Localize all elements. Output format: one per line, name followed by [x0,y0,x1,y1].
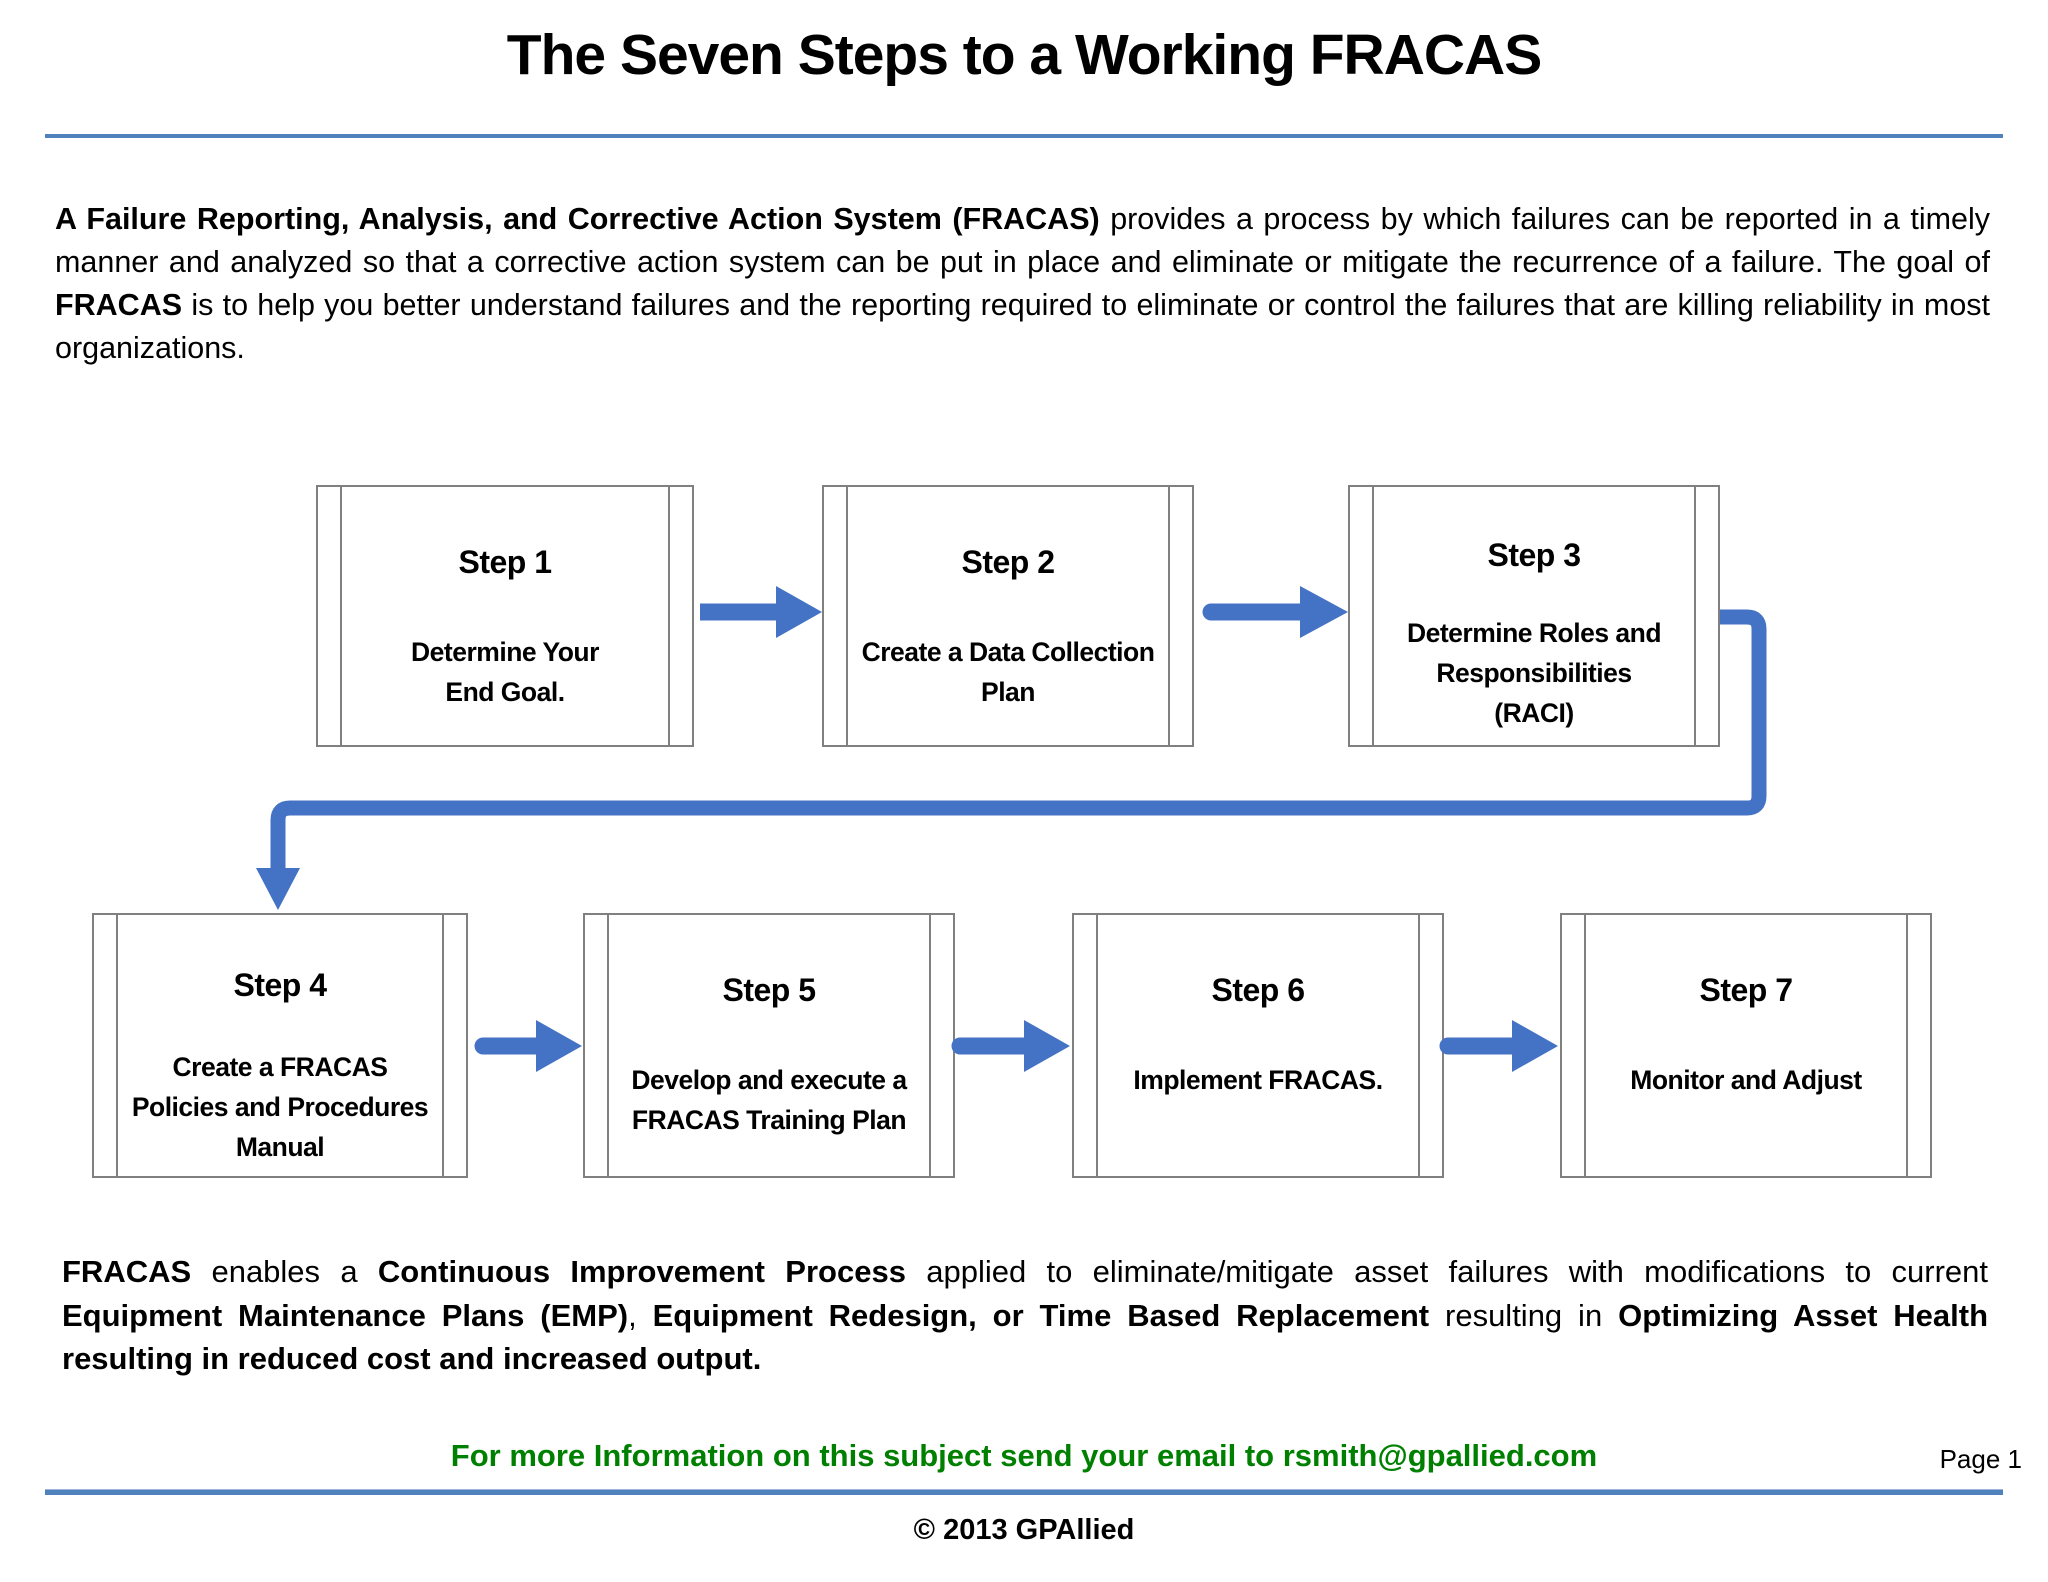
text-segment: provides a process by which failures can… [55,202,1990,279]
text-segment: FRACAS [62,1254,192,1289]
text-segment: , [628,1297,653,1333]
text-segment: resulting in [1429,1297,1619,1333]
intro-paragraph: A Failure Reporting, Analysis, and Corre… [55,198,1990,370]
step-label: Step 7 [1699,972,1793,1008]
step-box-4: Step 4 Create a FRACAS Policies and Proc… [92,913,468,1178]
arrow-step1-to-step2-icon [700,586,822,638]
text-segment: Equipment Maintenance Plans (EMP) [62,1297,629,1333]
step-label: Step 4 [233,967,327,1003]
arrow-step2-to-step3-icon [1202,586,1348,638]
arrow-step4-to-step5-icon [474,1020,582,1072]
step-text: Create a Data Collection Plan [861,637,1155,707]
page-title: The Seven Steps to a Working FRACAS [506,23,1542,87]
text-segment: Continuous Improvement Process [377,1254,906,1289]
step-text: Determine Roles and Responsibilities (RA… [1406,618,1662,728]
text-segment: FRACAS [55,288,183,322]
arrow-step6-to-step7-icon [1439,1020,1558,1072]
step-box-6: Step 6 Implement FRACAS. [1072,913,1444,1178]
title-divider-rule [45,134,2003,138]
step-text: Create a FRACAS Policies and Procedures … [131,1052,429,1162]
step-label: Step 3 [1487,537,1581,573]
step-text: Determine Your End Goal. [411,637,599,707]
step-label: Step 1 [458,544,552,580]
outro-paragraph: FRACAS enables a Continuous Improvement … [62,1250,1988,1381]
step-box-1: Step 1 Determine Your End Goal. [316,485,694,747]
down-arrowhead-icon [256,868,300,910]
step-box-5: Step 5 Develop and execute a FRACAS Trai… [583,913,955,1178]
step-box-3: Step 3 Determine Roles and Responsibilit… [1348,485,1720,747]
step-label: Step 5 [722,972,816,1008]
step-text: Monitor and Adjust [1630,1065,1862,1095]
footer-divider-rule [45,1489,2003,1495]
step-box-2: Step 2 Create a Data Collection Plan [822,485,1194,747]
arrow-step5-to-step6-icon [951,1020,1070,1072]
step-text: Implement FRACAS. [1133,1065,1383,1095]
text-segment: Optimizing Asset Health resulting in red… [62,1297,1989,1377]
text-segment: Equipment Redesign, or Time Based Replac… [652,1297,1430,1333]
text-segment: enables a [191,1254,378,1289]
text-segment: is to help you better understand failure… [55,288,1990,365]
text-segment: applied to eliminate/mitigate asset fail… [905,1254,1988,1289]
step-label: Step 2 [961,544,1055,580]
step-box-7: Step 7 Monitor and Adjust [1560,913,1932,1178]
step-label: Step 6 [1211,972,1305,1008]
copyright-line: © 2013 GPAllied [913,1514,1135,1546]
contact-line: For more Information on this subject sen… [450,1438,1598,1473]
step-text: Develop and execute a FRACAS Training Pl… [631,1065,907,1135]
text-segment: A Failure Reporting, Analysis, and Corre… [55,202,1100,236]
page-number: Page 1 [1939,1444,2022,1474]
